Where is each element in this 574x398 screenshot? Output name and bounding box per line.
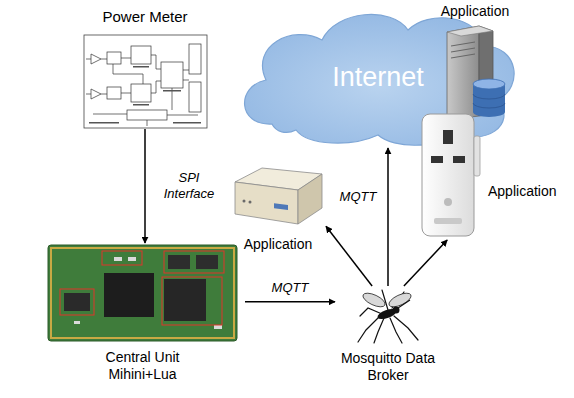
node-label: Application xyxy=(244,236,313,253)
central-unit-node: Central Unit Mihini+Lua xyxy=(40,243,245,383)
interface-label: SPI Interface xyxy=(158,170,220,202)
node-label: Application xyxy=(488,183,557,200)
circuit-board-photo xyxy=(44,243,241,343)
gateway-device xyxy=(232,164,324,232)
node-label: Power Meter xyxy=(102,8,187,26)
node-label: Application xyxy=(441,3,510,20)
mosquito-icon xyxy=(352,286,424,344)
node-label: Internet xyxy=(332,61,424,93)
smart-plug xyxy=(416,106,482,240)
arrow-connector xyxy=(326,226,372,286)
server-application-node: Application xyxy=(425,3,525,122)
schematic-illustration xyxy=(83,34,208,129)
arrow-connector xyxy=(144,129,146,243)
power-meter-node: Power Meter xyxy=(80,8,210,129)
node-label: Central Unit Mihini+Lua xyxy=(93,349,193,383)
node-label: Mosquitto Data Broker xyxy=(338,350,438,384)
arrow-connector xyxy=(387,148,389,286)
server-icon xyxy=(439,22,511,122)
plug-application-node: Application xyxy=(416,106,572,240)
arrow-connector xyxy=(404,240,447,286)
mosquitto-broker-node: Mosquitto Data Broker xyxy=(335,286,441,384)
device-application-node: Application xyxy=(230,164,326,253)
arrow-connector xyxy=(245,301,335,303)
protocol-label: MQTT xyxy=(272,280,309,296)
protocol-label: MQTT xyxy=(340,189,377,205)
